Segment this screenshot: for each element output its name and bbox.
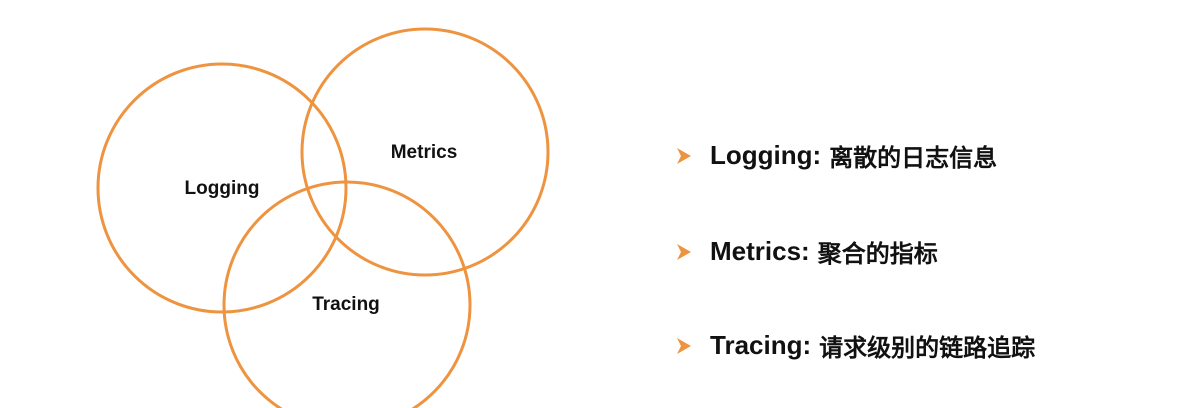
chevron-right-icon [677,337,691,354]
circle-tracing [222,180,472,408]
legend-description: 离散的日志信息 [829,144,998,172]
circle-label-metrics: Metrics [391,142,458,163]
circle-label-logging: Logging [185,178,260,199]
legend-item-logging: Logging:离散的日志信息 [676,138,997,173]
legend-separator: : [802,330,812,360]
legend-term: Logging [710,140,813,170]
legend-separator: : [801,236,810,266]
circle-label-tracing: Tracing [312,294,380,315]
legend-term: Tracing [710,330,803,360]
legend-term: Metrics [710,236,802,266]
legend-list: Logging:离散的日志信息 Metrics:聚合的指标 Tracing:请求… [676,0,1186,408]
venn-diagram: Logging Metrics Tracing [96,27,550,408]
legend-description: 聚合的指标 [817,240,938,268]
legend-item-tracing: Tracing:请求级别的链路追踪 [676,328,1035,363]
circle-metrics [300,27,550,277]
chevron-right-icon [677,147,691,164]
legend-description: 请求级别的链路追踪 [819,334,1036,362]
chevron-right-icon [677,243,691,260]
circle-logging [96,62,348,314]
legend-separator: : [812,140,822,170]
legend-item-metrics: Metrics:聚合的指标 [676,234,938,269]
